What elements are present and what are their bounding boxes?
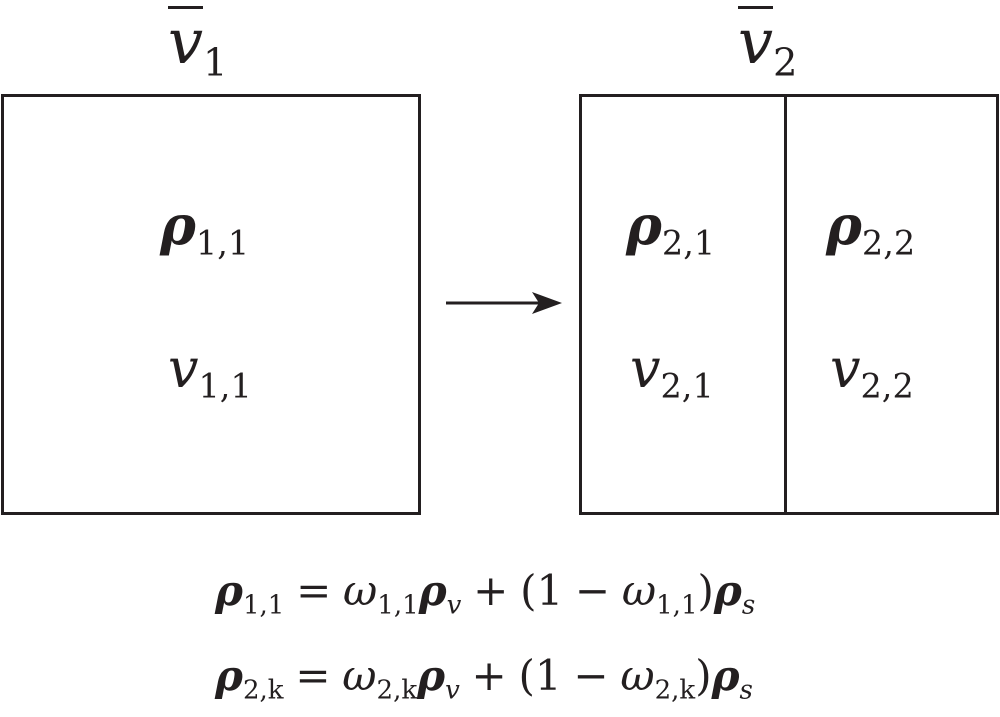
eq2-w-sub: 2,k	[376, 675, 418, 706]
cell-right-b-rho: ρ2,2	[826, 198, 915, 260]
title-v1-sub: 1	[203, 40, 228, 86]
eq2-equals: =	[295, 651, 331, 700]
cell-left-rho-sub: 1,1	[195, 223, 250, 263]
cell-right-a-rho: ρ2,1	[626, 198, 715, 260]
cell-right-a-v: v2,1	[630, 342, 714, 403]
cell-right-a-v-sub: 2,1	[660, 366, 714, 406]
eq2-close: )	[695, 651, 712, 700]
title-v2: v2	[738, 6, 797, 83]
eq1-rv-base: ρ	[418, 566, 447, 615]
title-v2-base: v	[738, 5, 774, 78]
cell-right-b-v: v2,2	[830, 342, 914, 403]
right-arrow-icon	[446, 292, 562, 314]
equation-2: ρ2,k=ω2,kρv+(1−ω2,k)ρs	[215, 655, 753, 706]
cell-right-b-rho-sub: 2,2	[861, 223, 916, 263]
eq1-w-base: ω	[343, 566, 378, 615]
cell-right-a-v-base: v	[630, 337, 661, 400]
equation-1: ρ1,1=ω1,1ρv+(1−ω1,1)ρs	[215, 570, 756, 621]
eq2-rs-base: ρ	[711, 651, 740, 700]
eq2-open: (1	[518, 651, 562, 700]
eq1-w-sub: 1,1	[377, 590, 419, 621]
eq2-w2-base: ω	[620, 651, 655, 700]
eq1-w2-sub: 1,1	[656, 590, 698, 621]
eq2-rv-base: ρ	[417, 651, 446, 700]
eq1-open: (1	[520, 566, 564, 615]
eq2-minus: −	[573, 651, 609, 700]
title-v1-base: v	[168, 5, 204, 78]
title-v2-sub: 2	[773, 40, 798, 86]
eq2-w2-sub: 2,k	[654, 675, 696, 706]
eq2-plus: +	[471, 651, 507, 700]
eq1-lhs-base: ρ	[215, 566, 243, 615]
eq1-equals: =	[296, 566, 332, 615]
cell-right-b-rho-base: ρ	[826, 193, 862, 257]
title-v1: v1	[168, 6, 227, 83]
cell-left-rho: ρ1,1	[160, 198, 249, 260]
cell-left-rho-base: ρ	[160, 193, 196, 257]
eq1-minus: −	[574, 566, 611, 615]
eq1-w2-base: ω	[621, 566, 657, 615]
eq1-rv-sub: v	[446, 590, 462, 621]
cell-right-b-v-base: v	[830, 337, 861, 400]
arrow-head	[532, 292, 562, 314]
cell-left-v: v1,1	[168, 342, 252, 403]
cell-box-left	[1, 94, 421, 515]
cell-divider	[784, 94, 787, 515]
eq2-w-base: ω	[342, 651, 377, 700]
cell-right-a-rho-sub: 2,1	[661, 223, 716, 263]
eq2-rv-sub: v	[445, 675, 460, 706]
cell-left-v-base: v	[168, 337, 199, 400]
cell-right-a-rho-base: ρ	[626, 193, 662, 257]
eq2-lhs-sub: 2,k	[242, 675, 284, 706]
eq1-plus: +	[473, 566, 509, 615]
cell-right-b-v-sub: 2,2	[860, 366, 914, 406]
eq2-lhs-base: ρ	[215, 651, 243, 700]
cell-box-right	[579, 94, 999, 515]
eq1-lhs-sub: 1,1	[242, 590, 285, 621]
eq1-rs-sub: s	[741, 590, 756, 621]
eq1-close: )	[697, 566, 714, 615]
cell-left-v-sub: 1,1	[198, 366, 252, 406]
eq2-rs-sub: s	[739, 675, 753, 706]
eq1-rs-base: ρ	[713, 566, 742, 615]
